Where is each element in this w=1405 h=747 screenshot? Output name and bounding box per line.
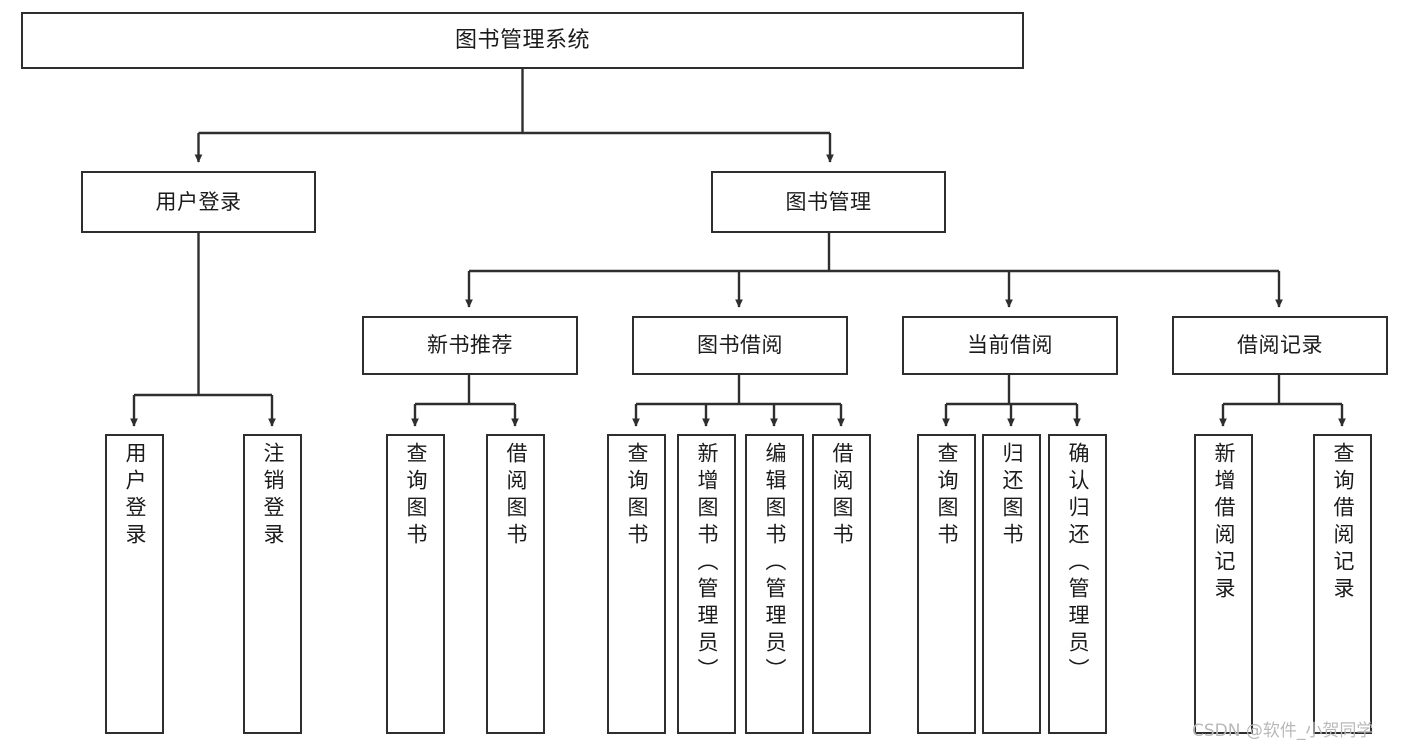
node-borrow-record[interactable]: 借阅记录	[1172, 316, 1388, 375]
node-leaf-add-book-label: 新增图书（管理员）	[695, 442, 719, 685]
node-leaf-query-book-bw[interactable]: 查询图书	[607, 434, 666, 734]
node-leaf-borrow-book-rec[interactable]: 借阅图书	[486, 434, 545, 734]
node-leaf-return-book[interactable]: 归还图书	[982, 434, 1041, 734]
node-leaf-query-book-rec-label: 查询图书	[404, 442, 428, 550]
node-book-borrow[interactable]: 图书借阅	[632, 316, 848, 375]
node-book-borrow-label: 图书借阅	[697, 333, 783, 358]
node-leaf-borrow-book-bw[interactable]: 借阅图书	[812, 434, 871, 734]
node-current-borrow-label: 当前借阅	[967, 333, 1053, 358]
node-current-borrow[interactable]: 当前借阅	[902, 316, 1118, 375]
node-leaf-add-record[interactable]: 新增借阅记录	[1194, 434, 1253, 734]
node-leaf-query-book-cb-label: 查询图书	[935, 442, 959, 550]
node-leaf-edit-book-label: 编辑图书（管理员）	[763, 442, 787, 685]
node-borrow-record-label: 借阅记录	[1237, 333, 1323, 358]
node-book-manage[interactable]: 图书管理	[711, 171, 946, 233]
node-new-book-rec[interactable]: 新书推荐	[362, 316, 578, 375]
node-root[interactable]: 图书管理系统	[21, 12, 1024, 69]
node-leaf-confirm-return[interactable]: 确认归还（管理员）	[1048, 434, 1107, 734]
node-leaf-query-book-rec[interactable]: 查询图书	[386, 434, 445, 734]
node-leaf-borrow-book-bw-label: 借阅图书	[830, 442, 854, 550]
node-leaf-query-book-cb[interactable]: 查询图书	[917, 434, 976, 734]
node-leaf-add-book[interactable]: 新增图书（管理员）	[677, 434, 736, 734]
node-leaf-user-login-label: 用户登录	[123, 442, 147, 550]
node-leaf-query-book-bw-label: 查询图书	[625, 442, 649, 550]
node-leaf-user-login[interactable]: 用户登录	[105, 434, 164, 734]
node-leaf-user-logout[interactable]: 注销登录	[243, 434, 302, 734]
node-leaf-borrow-book-rec-label: 借阅图书	[504, 442, 528, 550]
node-book-manage-label: 图书管理	[785, 189, 872, 214]
node-leaf-confirm-return-label: 确认归还（管理员）	[1066, 442, 1090, 685]
node-leaf-return-book-label: 归还图书	[1000, 442, 1024, 550]
node-root-label: 图书管理系统	[454, 27, 590, 53]
node-leaf-query-record-label: 查询借阅记录	[1331, 442, 1355, 604]
node-user-login[interactable]: 用户登录	[81, 171, 316, 233]
node-leaf-query-record[interactable]: 查询借阅记录	[1313, 434, 1372, 734]
node-leaf-edit-book[interactable]: 编辑图书（管理员）	[745, 434, 804, 734]
node-leaf-add-record-label: 新增借阅记录	[1212, 442, 1236, 604]
node-leaf-user-logout-label: 注销登录	[261, 442, 285, 550]
node-new-book-rec-label: 新书推荐	[427, 333, 513, 358]
watermark: CSDN @软件_小贺同学	[1192, 721, 1374, 741]
node-user-login-label: 用户登录	[155, 189, 242, 214]
